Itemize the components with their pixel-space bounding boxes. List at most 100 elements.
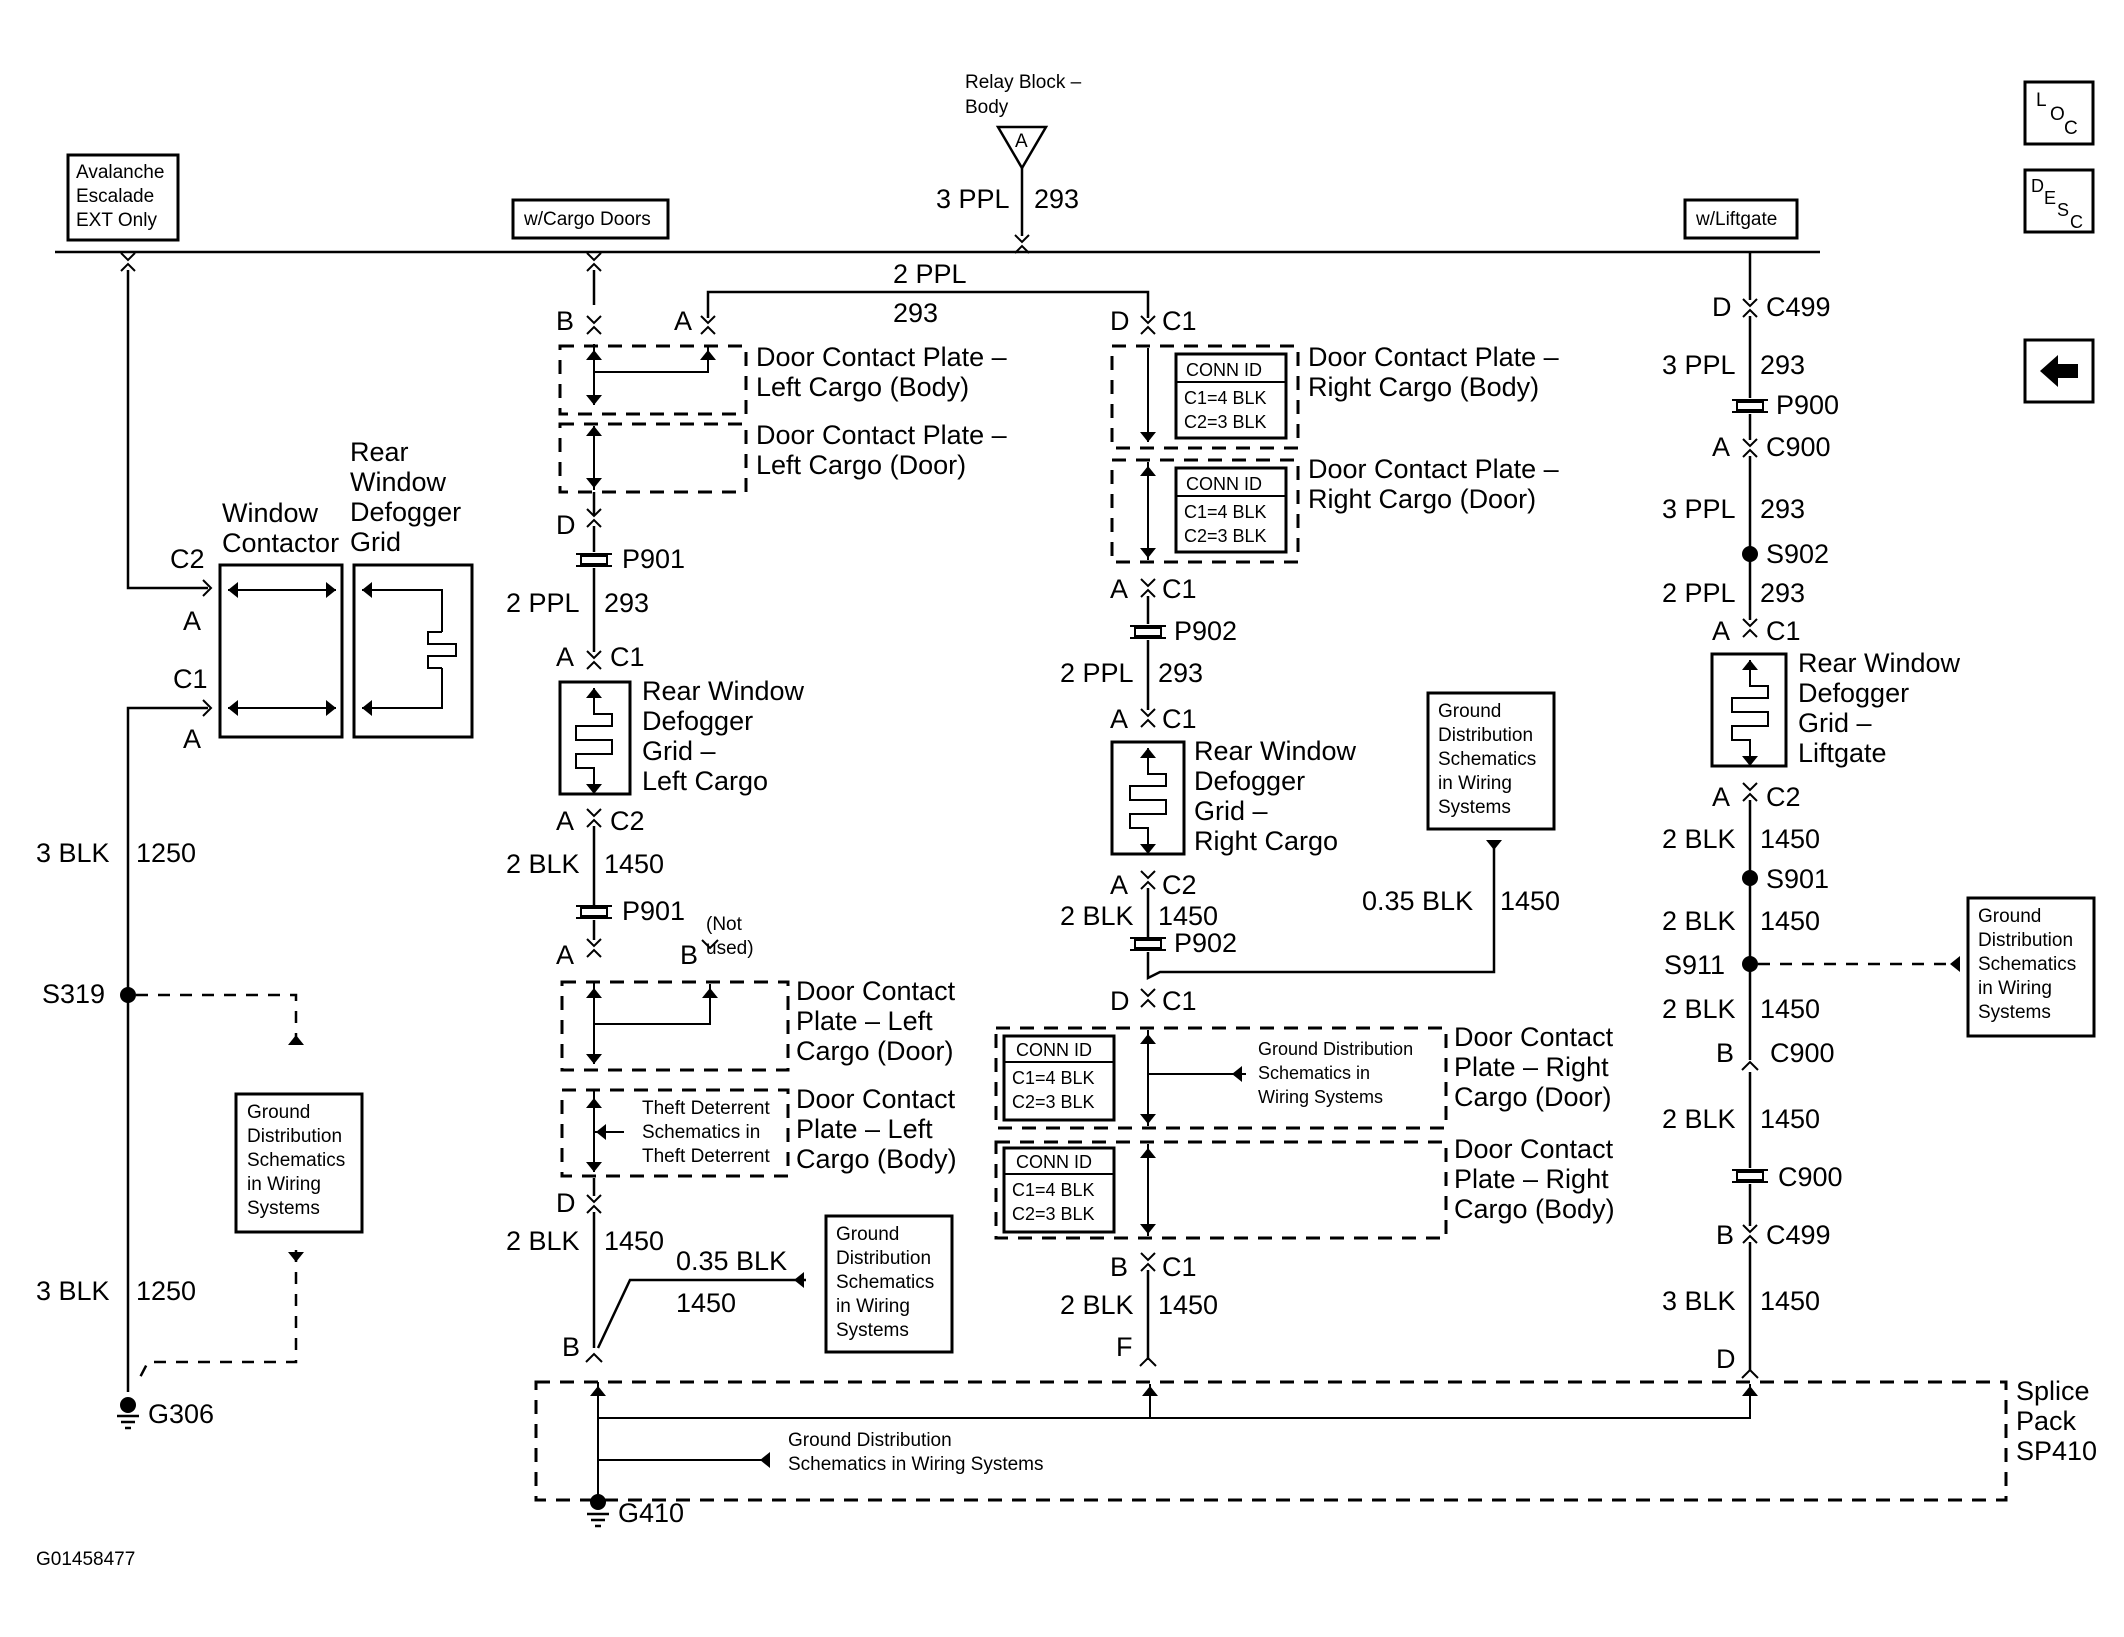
- svg-text:Ground: Ground: [247, 1102, 310, 1123]
- svg-text:Right Cargo (Door): Right Cargo (Door): [1308, 484, 1536, 514]
- splice-pack-sp410: Ground Distribution Schematics in Wiring…: [534, 1380, 2008, 1502]
- svg-text:Door Contact: Door Contact: [796, 1084, 956, 1114]
- ground-ref-box-col2: Ground Distribution Schematics in Wiring…: [824, 1214, 954, 1354]
- svg-text:Body: Body: [965, 97, 1009, 118]
- svg-text:CONN ID: CONN ID: [1186, 360, 1262, 380]
- loc-button[interactable]: L O C: [2023, 80, 2095, 146]
- svg-text:B: B: [1110, 1252, 1128, 1282]
- svg-text:1450: 1450: [1500, 886, 1560, 916]
- svg-text:Cargo (Body): Cargo (Body): [1454, 1194, 1615, 1224]
- svg-text:3 BLK: 3 BLK: [36, 1276, 110, 1306]
- svg-text:C1=4 BLK: C1=4 BLK: [1184, 388, 1267, 408]
- svg-text:C: C: [2070, 212, 2083, 232]
- svg-text:Schematics: Schematics: [836, 1272, 934, 1293]
- svg-text:Wiring Systems: Wiring Systems: [1258, 1087, 1383, 1107]
- svg-text:Ground Distribution: Ground Distribution: [788, 1430, 952, 1451]
- window-contactor: [218, 563, 344, 739]
- svg-text:C: C: [2064, 118, 2078, 139]
- svg-text:C900: C900: [1770, 1038, 1835, 1068]
- svg-text:Systems: Systems: [836, 1320, 909, 1341]
- splice-pack-label: Splice Pack SP410: [2016, 1376, 2097, 1466]
- svg-text:CONN ID: CONN ID: [1186, 474, 1262, 494]
- rear-window-defogger-grid-liftgate: [1710, 652, 1788, 768]
- svg-text:Defogger: Defogger: [1194, 766, 1305, 796]
- svg-text:B: B: [562, 1332, 580, 1362]
- svg-text:C1=4 BLK: C1=4 BLK: [1012, 1068, 1095, 1088]
- door-contact-right-cargo-body-2: CONN ID C1=4 BLK C2=3 BLK: [994, 1140, 1448, 1240]
- svg-text:3 PPL: 3 PPL: [1662, 350, 1736, 380]
- svg-text:293: 293: [604, 588, 649, 618]
- svg-text:A: A: [183, 724, 201, 754]
- svg-text:Defogger: Defogger: [642, 706, 753, 736]
- svg-text:Rear Window: Rear Window: [1194, 736, 1357, 766]
- svg-text:E: E: [2044, 188, 2056, 208]
- svg-text:C1=4 BLK: C1=4 BLK: [1012, 1180, 1095, 1200]
- svg-text:2 BLK: 2 BLK: [1060, 1290, 1134, 1320]
- splice-s319: [120, 987, 136, 1003]
- svg-text:C1: C1: [1162, 986, 1197, 1016]
- svg-text:C499: C499: [1766, 292, 1831, 322]
- svg-text:1450: 1450: [604, 1226, 664, 1256]
- svg-text:C1: C1: [1162, 574, 1197, 604]
- svg-text:A: A: [1712, 432, 1730, 462]
- door-contact-right-cargo-door-2: CONN ID C1=4 BLK C2=3 BLK Ground Distrib…: [994, 1026, 1448, 1130]
- svg-text:A: A: [556, 642, 574, 672]
- rear-window-defogger-grid-label: Rear Window Defogger Grid: [350, 437, 461, 557]
- back-arrow-icon: [2040, 355, 2078, 387]
- svg-text:Systems: Systems: [1438, 797, 1511, 818]
- desc-button[interactable]: D E S C: [2023, 168, 2095, 234]
- svg-text:1450: 1450: [676, 1288, 736, 1318]
- svg-text:Distribution: Distribution: [836, 1248, 931, 1269]
- left-c1-label: C1: [173, 664, 208, 694]
- svg-text:P902: P902: [1174, 928, 1237, 958]
- window-contactor-label: Window Contactor: [222, 498, 339, 558]
- svg-text:B: B: [1716, 1038, 1734, 1068]
- svg-text:P901: P901: [622, 896, 685, 926]
- door-contact-left-cargo-door-2: [560, 980, 790, 1072]
- svg-text:Grid –: Grid –: [642, 736, 716, 766]
- svg-text:C900: C900: [1778, 1162, 1843, 1192]
- svg-text:Plate – Left: Plate – Left: [796, 1006, 933, 1036]
- back-button[interactable]: [2023, 338, 2095, 404]
- svg-text:Rear Window: Rear Window: [642, 676, 805, 706]
- svg-text:2 BLK: 2 BLK: [506, 1226, 580, 1256]
- svg-text:C499: C499: [1766, 1220, 1831, 1250]
- rear-window-defogger-grid-left-cargo: [558, 680, 632, 796]
- svg-text:C2: C2: [610, 806, 645, 836]
- svg-text:1450: 1450: [1158, 1290, 1218, 1320]
- splice-s902: [1742, 546, 1758, 562]
- svg-text:C1: C1: [1162, 1252, 1197, 1282]
- svg-text:Distribution: Distribution: [1438, 725, 1533, 746]
- svg-text:Door Contact: Door Contact: [796, 976, 956, 1006]
- rear-window-defogger-grid-right-cargo: [1110, 740, 1186, 856]
- svg-text:S319: S319: [42, 979, 105, 1009]
- svg-text:Avalanche: Avalanche: [76, 162, 164, 183]
- svg-text:Left Cargo (Door): Left Cargo (Door): [756, 450, 966, 480]
- svg-text:Ground: Ground: [1978, 906, 2041, 927]
- svg-text:O: O: [2050, 104, 2065, 125]
- svg-text:A: A: [1110, 870, 1128, 900]
- svg-text:S: S: [2057, 200, 2069, 220]
- svg-text:Theft Deterrent: Theft Deterrent: [642, 1098, 770, 1119]
- svg-text:C2=3 BLK: C2=3 BLK: [1184, 526, 1267, 546]
- svg-text:Plate – Right: Plate – Right: [1454, 1164, 1609, 1194]
- svg-text:A: A: [1110, 704, 1128, 734]
- svg-text:P900: P900: [1776, 390, 1839, 420]
- svg-text:Defogger: Defogger: [350, 497, 461, 527]
- svg-text:B: B: [680, 940, 698, 970]
- svg-text:B: B: [556, 306, 574, 336]
- svg-text:Schematics in: Schematics in: [1258, 1063, 1370, 1083]
- svg-text:3 BLK: 3 BLK: [36, 838, 110, 868]
- svg-text:Ground Distribution: Ground Distribution: [1258, 1039, 1413, 1059]
- splice-s911: [1742, 956, 1758, 972]
- svg-text:Schematics: Schematics: [247, 1150, 345, 1171]
- svg-text:Contactor: Contactor: [222, 528, 339, 558]
- relay-block-label: Relay Block – Body: [965, 72, 1082, 118]
- svg-text:Theft Deterrent: Theft Deterrent: [642, 1146, 770, 1167]
- door-contact-plate-right-body-label: Door Contact Plate – Right Cargo (Body): [1308, 342, 1559, 402]
- svg-text:Window: Window: [350, 467, 447, 497]
- svg-text:C1: C1: [1162, 704, 1197, 734]
- svg-text:EXT Only: EXT Only: [76, 210, 157, 231]
- svg-text:Door Contact Plate –: Door Contact Plate –: [756, 342, 1007, 372]
- svg-text:P901: P901: [622, 544, 685, 574]
